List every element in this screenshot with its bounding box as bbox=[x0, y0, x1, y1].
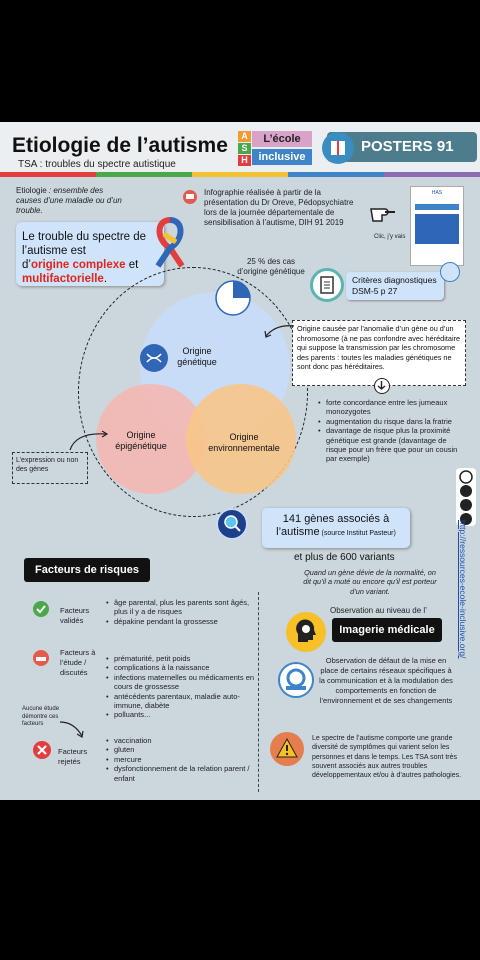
genes-box: 141 gènes associés à l’autisme (source I… bbox=[262, 508, 410, 548]
expression-note: L’expression ou non des gènes bbox=[12, 452, 88, 484]
rejected-item: mercure bbox=[106, 755, 256, 765]
color-stripe-yellow bbox=[192, 172, 288, 177]
down-arrow-icon bbox=[374, 378, 390, 394]
study-item: prématurité, petit poids bbox=[106, 654, 256, 664]
genetic-label: Origine génétique bbox=[177, 346, 217, 367]
venn-outline bbox=[78, 267, 308, 517]
header: Etiologie de l’autisme TSA : troubles du… bbox=[0, 122, 480, 172]
ash-logo: A S H bbox=[238, 131, 251, 167]
no-study-note: Aucune étude démontre ces facteurs bbox=[22, 706, 60, 727]
page-subtitle: TSA : troubles du spectre autistique bbox=[18, 159, 176, 170]
color-stripe-green bbox=[96, 172, 192, 177]
has-document-thumbnail[interactable]: HAS bbox=[410, 186, 464, 266]
genes-count-text: 141 gènes associés à l’autisme (source I… bbox=[276, 513, 396, 538]
page-title: Etiologie de l’autisme bbox=[12, 134, 228, 157]
thumbnail-bar bbox=[415, 204, 459, 210]
clipboard-icon bbox=[310, 268, 344, 302]
rejected-label: Facteurs rejetés bbox=[58, 747, 88, 766]
color-stripe-red bbox=[0, 172, 96, 177]
click-label[interactable]: Clic, j’y vais bbox=[374, 234, 406, 240]
check-icon bbox=[33, 601, 49, 617]
mri-scanner-icon bbox=[278, 662, 314, 698]
imaging-observation: Observation au niveau de l’ bbox=[330, 606, 427, 615]
study-item: antécédents parentaux, maladie auto-immu… bbox=[106, 692, 256, 711]
study-icon bbox=[33, 650, 49, 666]
rejected-item: vaccination bbox=[106, 736, 256, 746]
imaging-title: Imagerie médicale bbox=[332, 618, 442, 642]
ash-letter-h: H bbox=[238, 155, 251, 166]
rejected-arrow bbox=[56, 718, 86, 742]
study-label: Facteurs à l’étude / discutés bbox=[60, 648, 96, 677]
pointing-hand-icon bbox=[368, 197, 398, 225]
risk-factors-title: Facteurs de risques bbox=[24, 558, 150, 582]
study-item: complications à la naissance bbox=[106, 663, 256, 673]
genetic-arrow bbox=[262, 322, 296, 340]
criteria-link[interactable]: Critères diagnostiques DSM-5 p 27 bbox=[346, 272, 444, 300]
warning-text: Le spectre de l’autisme comporte une gra… bbox=[312, 735, 462, 780]
ecole-label: L’école bbox=[252, 131, 312, 147]
epigenetic-label: Origine épigénétique bbox=[115, 430, 167, 451]
rejected-item: gluten bbox=[106, 745, 256, 755]
magnifier-icon bbox=[216, 508, 248, 540]
color-stripe-blue bbox=[288, 172, 384, 177]
genetic-bullet-list: forte concordance entre les jumeaux mono… bbox=[318, 398, 460, 464]
color-stripe-purple bbox=[384, 172, 480, 177]
thumbnail-block bbox=[415, 214, 459, 244]
validated-label: Facteurs validés bbox=[60, 606, 90, 625]
resources-link[interactable]: http://ressources-ecole-inclusive.org/ bbox=[458, 520, 468, 659]
genetic-bullet: augmentation du risque dans la fratrie bbox=[318, 417, 460, 427]
ash-letter-a: A bbox=[238, 131, 251, 142]
autism-ribbon-icon bbox=[150, 214, 190, 270]
posters-book-icon bbox=[322, 132, 354, 164]
cross-icon bbox=[33, 741, 51, 759]
creative-commons-icon bbox=[456, 468, 476, 526]
expression-arrow bbox=[66, 428, 112, 452]
imaging-text: Observation de défaut de la mise en plac… bbox=[319, 656, 453, 705]
ash-letter-s: S bbox=[238, 143, 251, 154]
mutation-note: Quand un gène dévie de la normalité, on … bbox=[303, 568, 437, 596]
variants-label: et plus de 600 variants bbox=[294, 552, 395, 563]
has-label: HAS bbox=[431, 190, 443, 196]
section-divider bbox=[258, 592, 259, 792]
etiologie-definition: Etiologie : ensemble des causes d’une ma… bbox=[16, 186, 122, 215]
definition-box: Le trouble du spectre de l’autisme est d… bbox=[16, 222, 164, 286]
validated-item: âge parental, plus les parents sont âgés… bbox=[106, 598, 254, 617]
genetic-bullet: davantage de risque plus la proximité gé… bbox=[318, 426, 460, 464]
genetic-explanation-box: Origine causée par l’anomalie d’un gène … bbox=[292, 320, 466, 386]
inclusive-label: inclusive bbox=[252, 149, 312, 165]
study-list: prématurité, petit poids complications à… bbox=[106, 654, 256, 720]
brain-head-icon bbox=[286, 612, 326, 652]
criteria-logo-icon bbox=[440, 262, 460, 282]
validated-list: âge parental, plus les parents sont âgés… bbox=[106, 598, 254, 627]
rejected-item: dysfonctionnement de la relation parent … bbox=[106, 764, 256, 783]
infographic-note: Infographie réalisée à partir de la prés… bbox=[204, 188, 354, 227]
dna-icon bbox=[140, 344, 168, 372]
study-item: infections maternelles ou médicaments en… bbox=[106, 673, 256, 692]
pie-25-percent-icon bbox=[214, 279, 252, 317]
environmental-circle bbox=[186, 384, 296, 494]
genetic-bullet: forte concordance entre les jumeaux mono… bbox=[318, 398, 460, 417]
poster: Etiologie de l’autisme TSA : troubles du… bbox=[0, 122, 480, 800]
presentation-icon bbox=[183, 190, 197, 204]
validated-item: dépakine pendant la grossesse bbox=[106, 617, 254, 627]
study-item: polluants... bbox=[106, 710, 256, 720]
rejected-list: vaccination gluten mercure dysfonctionne… bbox=[106, 736, 256, 783]
environmental-label: Origine environnementale bbox=[208, 432, 280, 453]
genetic-percent-label: 25 % des cas d’origine génétique bbox=[237, 257, 305, 276]
warning-icon bbox=[270, 732, 304, 766]
